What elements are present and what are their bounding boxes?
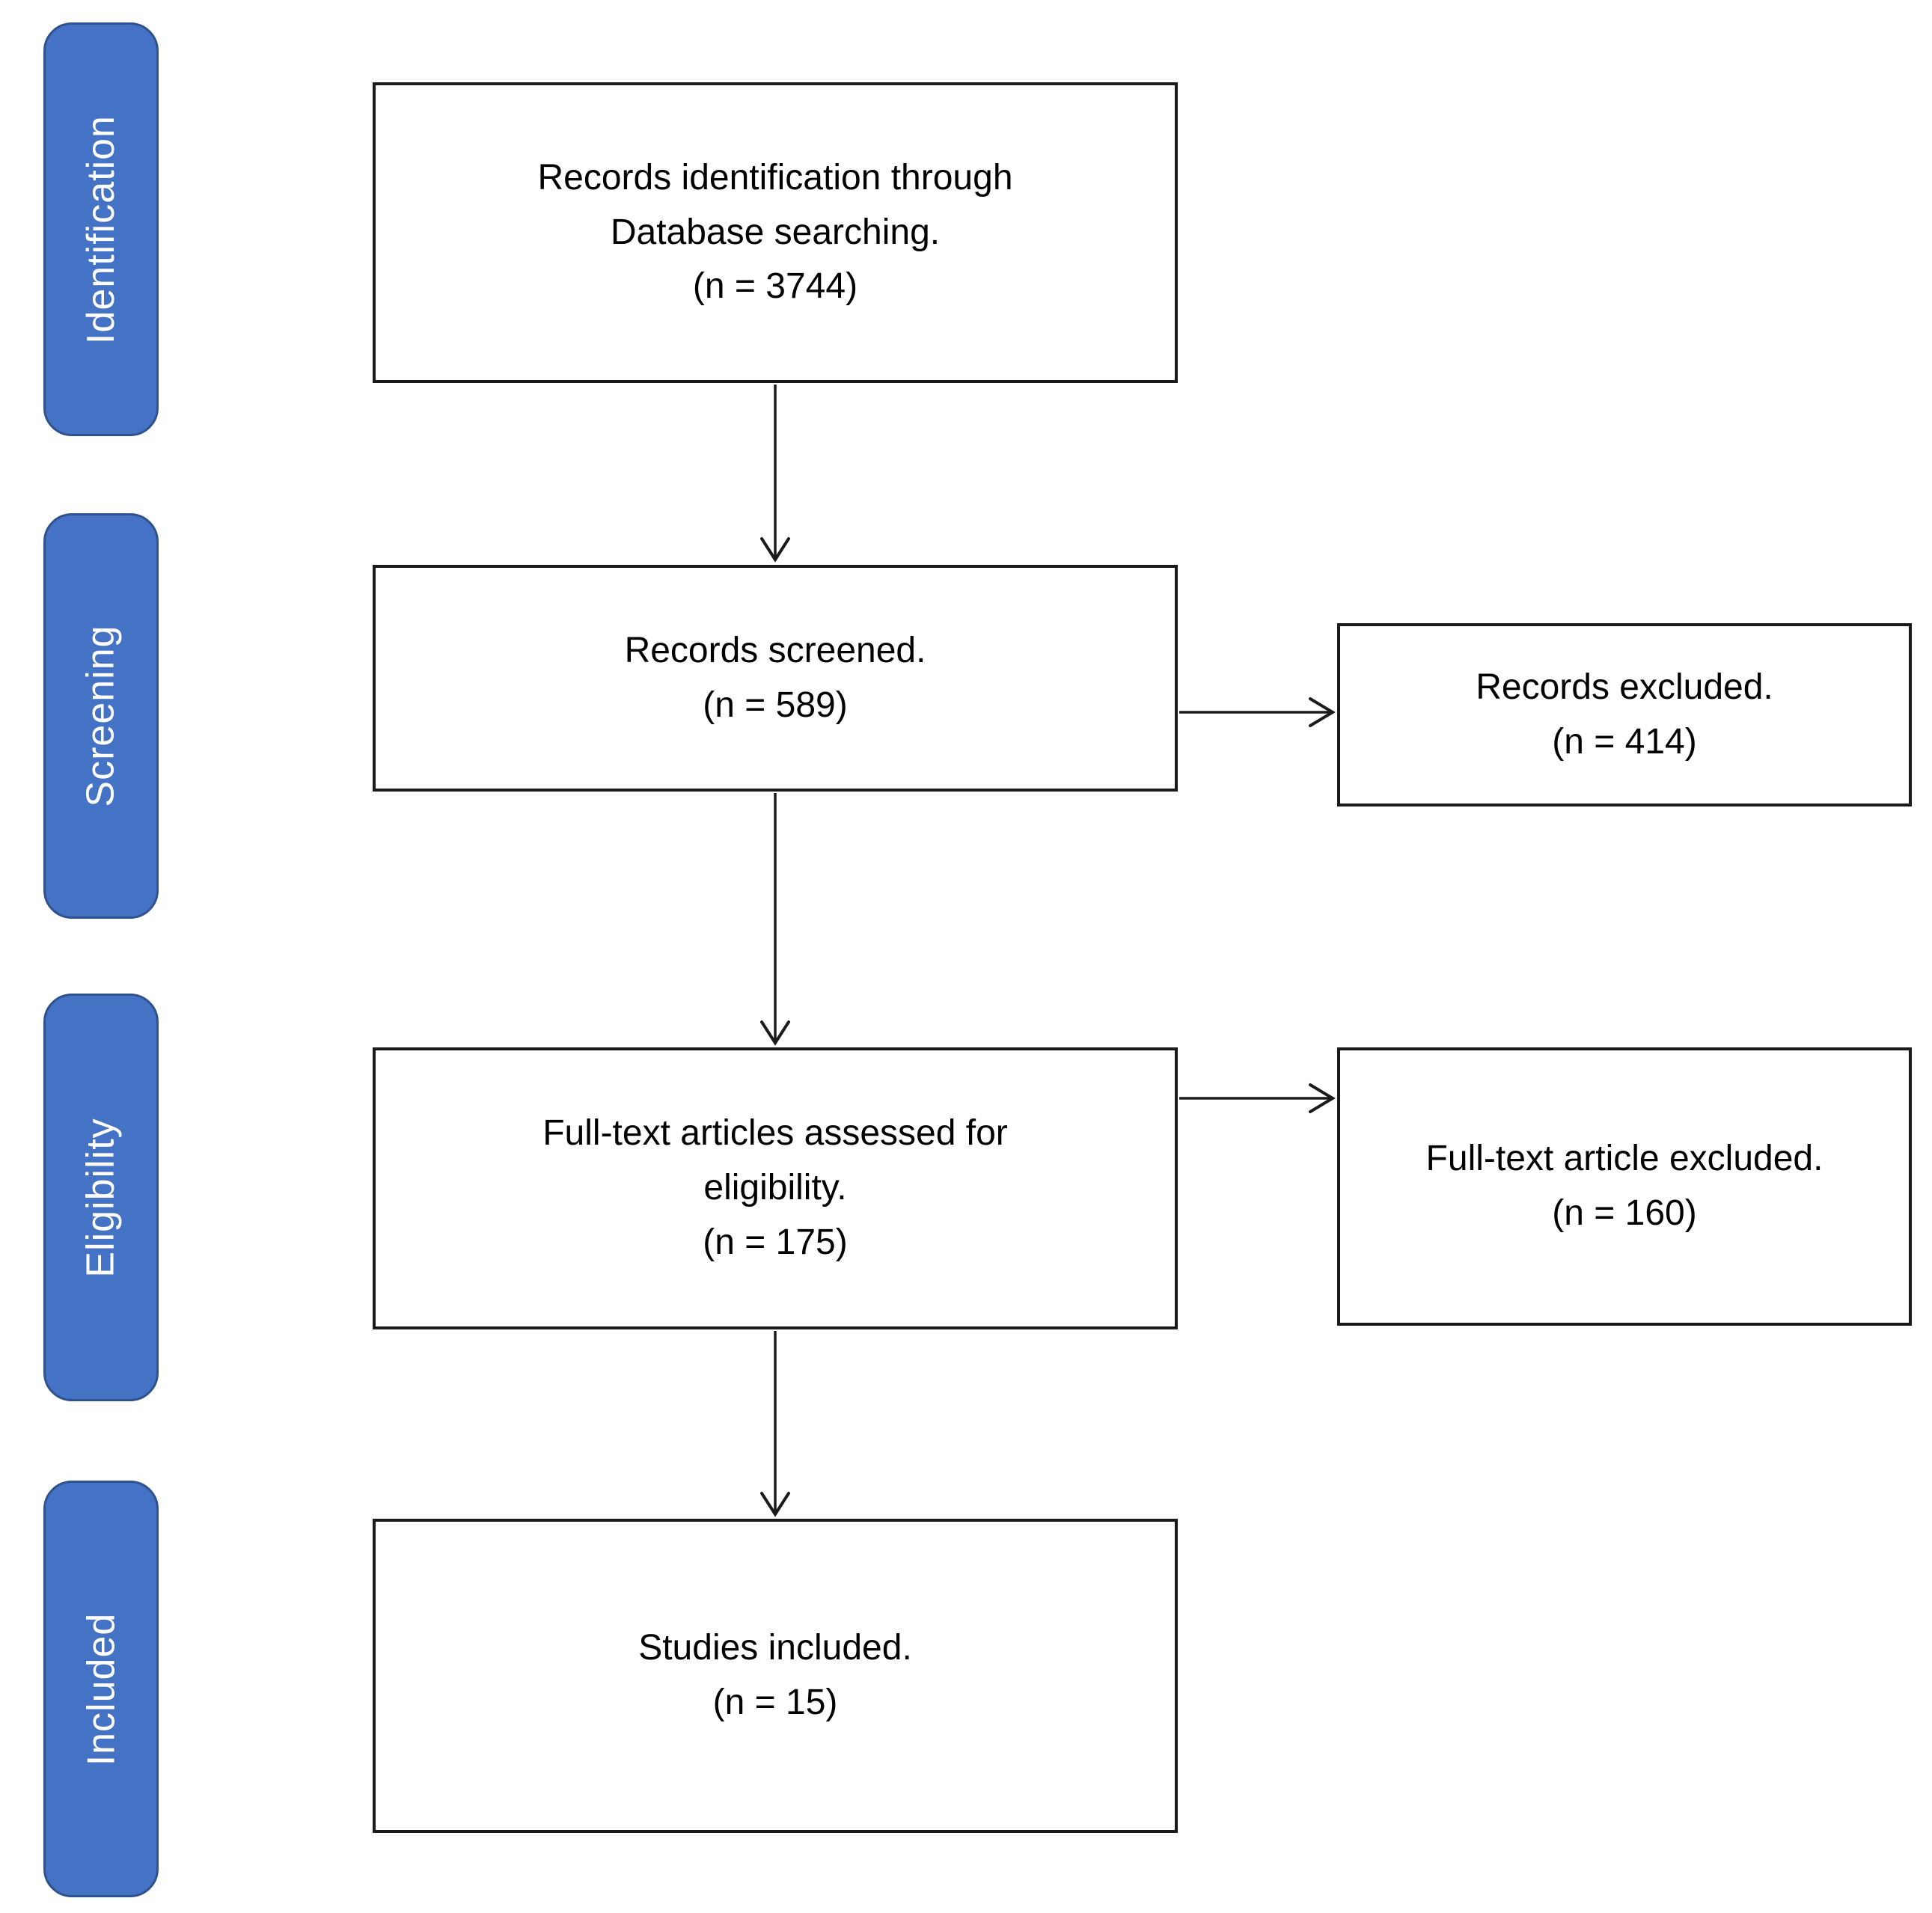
arrow-down-icon <box>760 1492 790 1517</box>
arrow-down-icon <box>760 1020 790 1046</box>
box-records-screened-text: Records screened. (n = 589) <box>624 630 926 725</box>
arrow-screened-to-fulltext <box>760 793 790 1046</box>
arrow-down-icon <box>760 537 790 563</box>
box-records-excluded-text: Records excluded. (n = 414) <box>1476 667 1773 762</box>
arrow-right-icon <box>1309 697 1336 727</box>
stage-eligibility: Eligibility <box>43 994 159 1401</box>
box-fulltext-excluded-text: Full-text article excluded. (n = 160) <box>1425 1139 1824 1233</box>
arrow-screened-to-records-excluded <box>1179 697 1336 727</box>
stage-identification-label: Identification <box>79 114 123 344</box>
box-records-screened: Records screened. (n = 589) <box>373 565 1178 792</box>
stage-identification: Identification <box>43 22 159 436</box>
box-studies-included: Studies included. (n = 15) <box>373 1519 1178 1833</box>
stage-screening-label: Screening <box>79 625 123 807</box>
box-studies-included-text: Studies included. (n = 15) <box>638 1628 912 1722</box>
box-fulltext-assessed-text: Full-text articles assessed for eligibil… <box>542 1113 1008 1262</box>
box-fulltext-assessed: Full-text articles assessed for eligibil… <box>373 1047 1178 1329</box>
box-records-identified: Records identification through Database … <box>373 82 1178 383</box>
box-records-identified-text: Records identification through Database … <box>537 157 1013 307</box>
box-fulltext-excluded: Full-text article excluded. (n = 160) <box>1337 1047 1912 1326</box>
stage-screening: Screening <box>43 513 159 919</box>
arrow-fulltext-to-fulltext-excluded <box>1179 1083 1336 1113</box>
arrow-right-icon <box>1309 1083 1336 1113</box>
stage-included: Included <box>43 1481 159 1897</box>
box-records-excluded: Records excluded. (n = 414) <box>1337 623 1912 806</box>
arrow-fulltext-to-included <box>760 1331 790 1517</box>
arrow-identified-to-screened <box>760 385 790 563</box>
stage-eligibility-label: Eligibility <box>79 1117 123 1278</box>
stage-included-label: Included <box>79 1612 123 1766</box>
